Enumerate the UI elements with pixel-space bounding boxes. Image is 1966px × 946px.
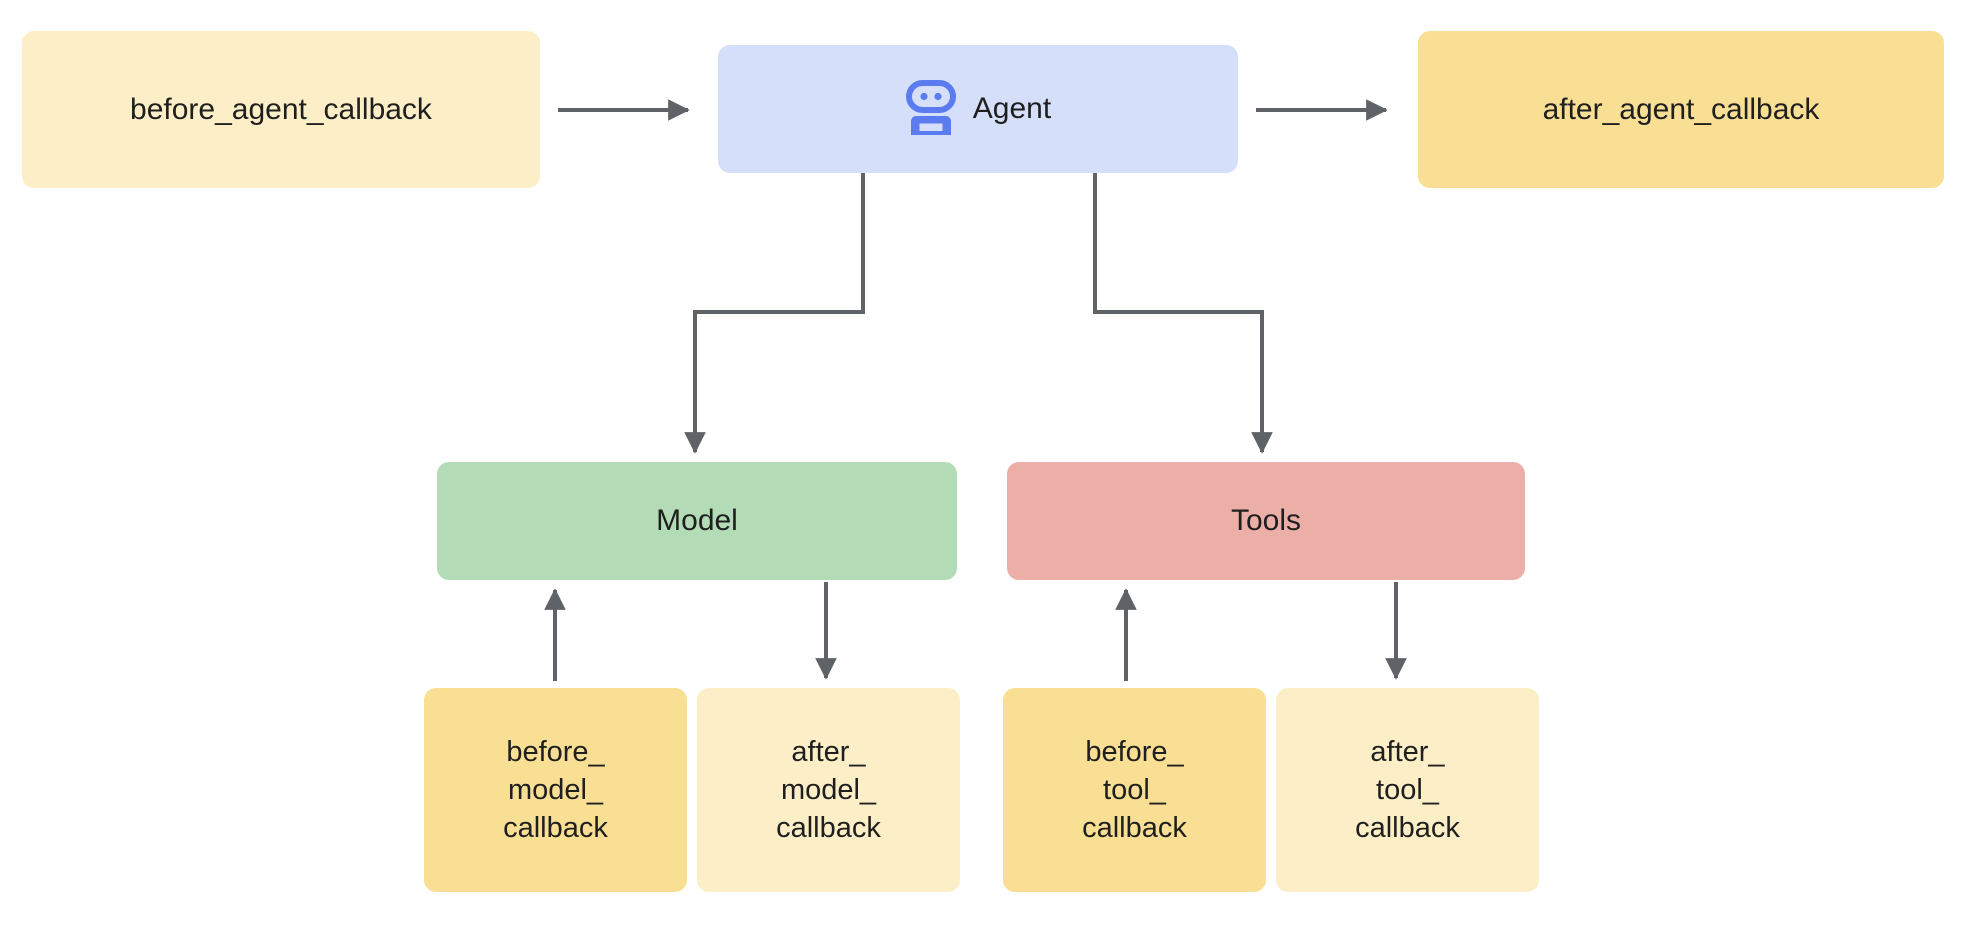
node-tools[interactable]: Tools	[1007, 462, 1525, 580]
node-before-model-callback[interactable]: before_ model_ callback	[424, 688, 687, 892]
node-before-model-callback-label: before_ model_ callback	[503, 735, 608, 845]
node-agent[interactable]: Agent	[718, 45, 1238, 173]
node-after-agent-callback-label: after_agent_callback	[1542, 92, 1820, 126]
node-model-label: Model	[656, 504, 738, 538]
node-after-agent-callback[interactable]: after_agent_callback	[1418, 31, 1944, 188]
node-before-tool-callback-label: before_ tool_ callback	[1082, 735, 1187, 845]
edge-agent-to-tools	[1093, 173, 1273, 454]
node-after-model-callback-label: after_ model_ callback	[776, 735, 881, 845]
node-after-tool-callback-label: after_ tool_ callback	[1355, 735, 1460, 845]
node-before-tool-callback[interactable]: before_ tool_ callback	[1003, 688, 1266, 892]
node-before-agent-callback[interactable]: before_agent_callback	[22, 31, 540, 188]
node-after-tool-callback[interactable]: after_ tool_ callback	[1276, 688, 1539, 892]
node-before-agent-callback-label: before_agent_callback	[130, 92, 432, 126]
node-tools-label: Tools	[1230, 504, 1302, 538]
node-after-model-callback[interactable]: after_ model_ callback	[697, 688, 960, 892]
node-agent-label: Agent	[972, 92, 1052, 126]
edge-agent-to-model	[684, 173, 865, 454]
node-model[interactable]: Model	[437, 462, 957, 580]
robot-icon	[905, 80, 956, 135]
